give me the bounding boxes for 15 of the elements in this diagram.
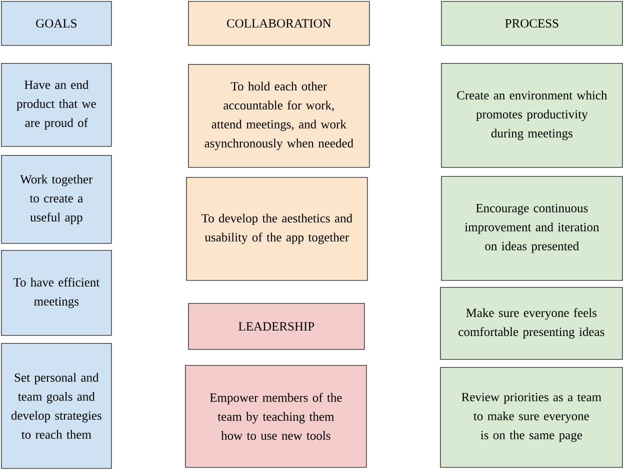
heading-box: GOALS [1,1,112,46]
text-box: To develop the aesthetics and usability of the app together [186,177,368,281]
text-box: Work together to create a useful app [1,155,112,244]
text-box: Empower members of the team by teaching them how to use new tools [185,365,367,468]
text-box: Set personal and team goals and develop strategies to reach them [1,343,112,469]
heading-box: COLLABORATION [188,1,370,46]
text-box: Create an environment which promotes productivity during meetings [441,63,623,168]
heading-box: LEADERSHIP [188,303,365,350]
text-box: Review priorities as a team to make sure everyone is on the same page [440,367,623,468]
text-box: Encourage continuous improvement and iteration on ideas presented [441,176,623,281]
text-box: Have an end product that we are proud of [1,63,112,147]
heading-box: PROCESS [441,1,623,46]
text-box: Make sure everyone feels comfortable presenting ideas [440,287,623,360]
text-box: To have efficient meetings [1,250,112,336]
text-box: To hold each other accountable for work, attend meetings, and work asynchronously when needed [188,64,370,168]
